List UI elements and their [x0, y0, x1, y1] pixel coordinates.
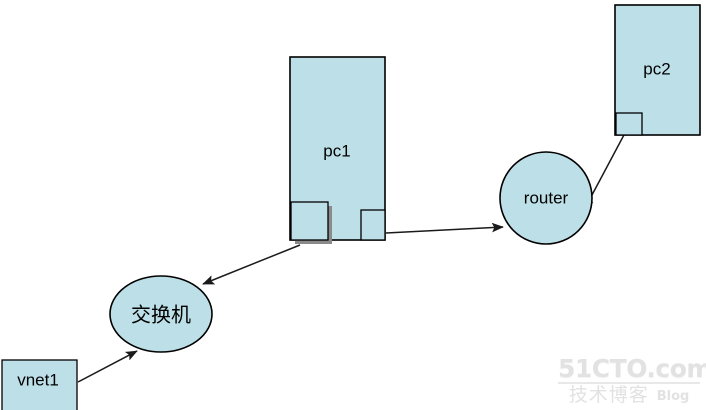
edge-vnet1-switch: [77, 350, 138, 383]
watermark-divider: [558, 382, 700, 385]
watermark-cjk: 技术博客: [568, 384, 649, 407]
router-body[interactable]: [499, 151, 593, 245]
watermark-blog: Blog: [656, 389, 690, 405]
vnet1-body[interactable]: [1, 359, 78, 410]
watermark-site: 51CTO.com: [558, 353, 706, 383]
pc1-port-right[interactable]: [360, 209, 386, 241]
watermark: 51CTO.com 技术博客 Blog: [558, 353, 706, 407]
node-pc2[interactable]: pc2: [614, 4, 701, 136]
pc1-port-left[interactable]: [290, 201, 329, 241]
pc2-port[interactable]: [615, 112, 643, 136]
vnet1-label: vnet1: [17, 370, 59, 389]
node-switch[interactable]: 交换机: [109, 275, 213, 353]
router-label: router: [524, 188, 569, 207]
edge-pc1-switch: [202, 244, 301, 285]
edges-layer: [77, 132, 626, 383]
node-pc1[interactable]: pc1: [289, 56, 386, 244]
watermark-subtitle: 技术博客 Blog: [558, 384, 700, 407]
switch-label: 交换机: [131, 303, 191, 327]
node-vnet1[interactable]: vnet1: [1, 359, 78, 410]
pc2-label: pc2: [643, 59, 670, 78]
node-router[interactable]: router: [499, 151, 593, 245]
pc1-label: pc1: [323, 141, 350, 160]
switch-body[interactable]: [109, 275, 213, 353]
edge-pc1-router: [385, 222, 504, 234]
